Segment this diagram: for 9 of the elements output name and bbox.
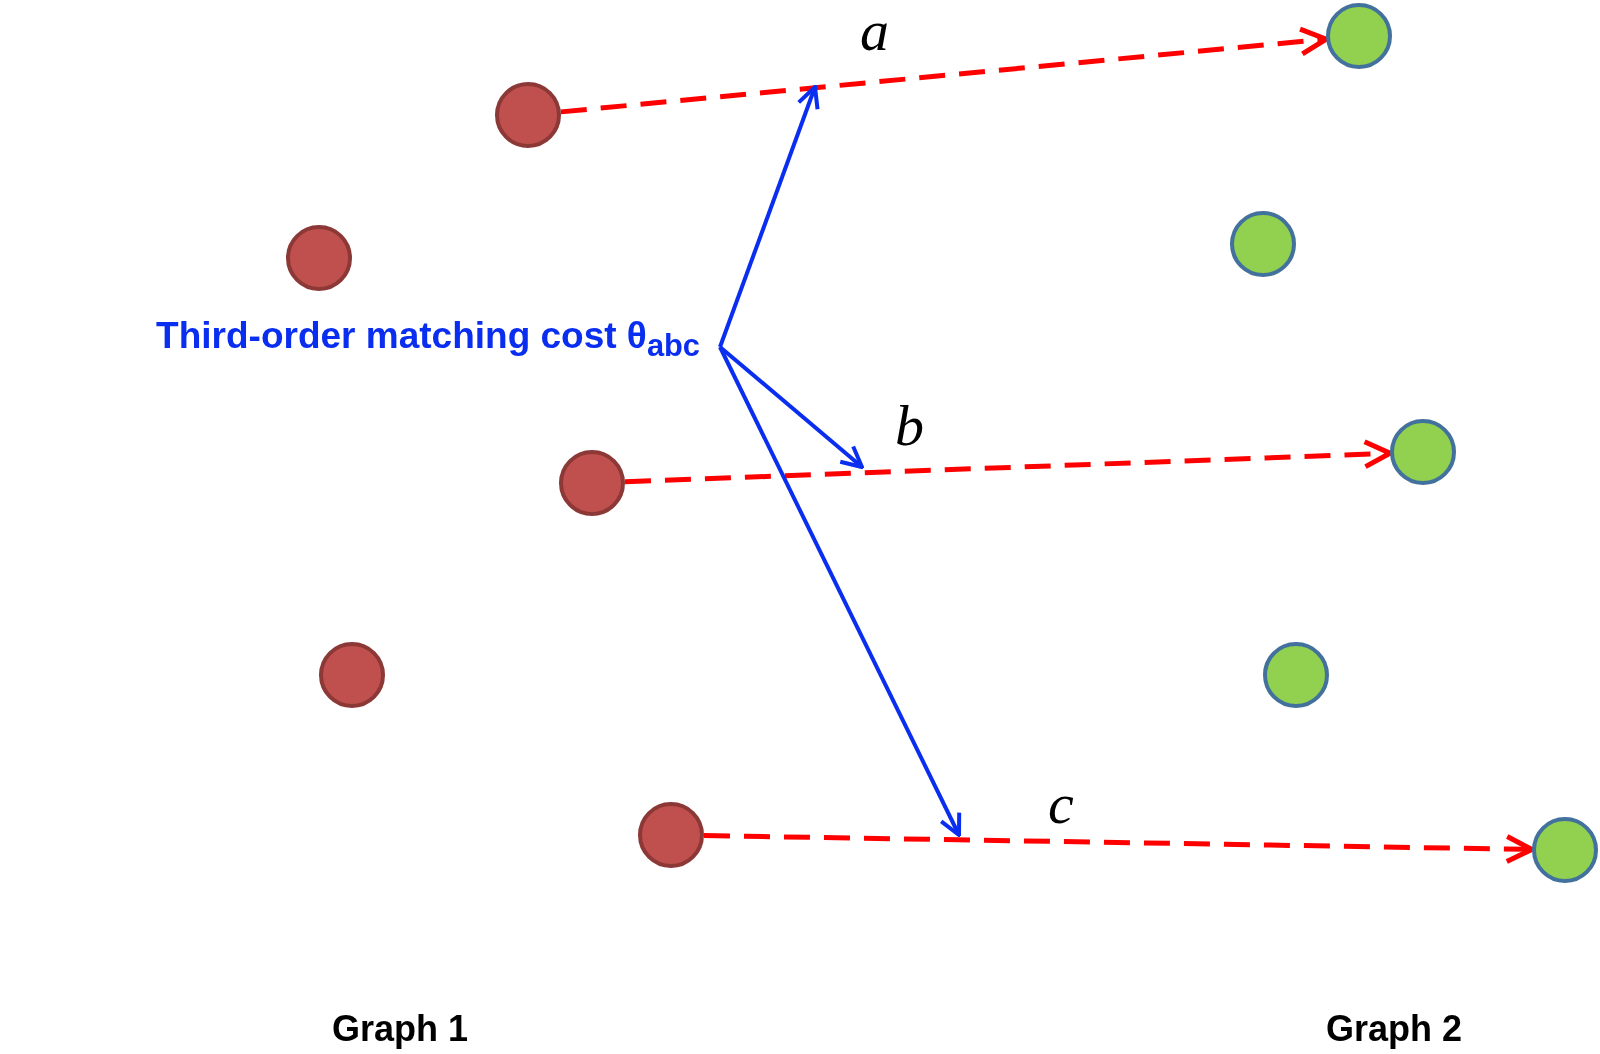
edge-label: c <box>1048 775 1074 833</box>
annotation-text: Third-order matching cost θ$_{abc}$ <box>156 317 700 363</box>
pointer-arrow <box>718 85 820 348</box>
pointer-arrow <box>718 345 864 469</box>
graph-caption: Graph 1 <box>332 1008 468 1050</box>
edge-label: a <box>860 2 889 60</box>
graph-caption: Graph 2 <box>1326 1008 1462 1050</box>
pointer-arrow <box>718 346 962 837</box>
edge-label: b <box>895 397 924 455</box>
